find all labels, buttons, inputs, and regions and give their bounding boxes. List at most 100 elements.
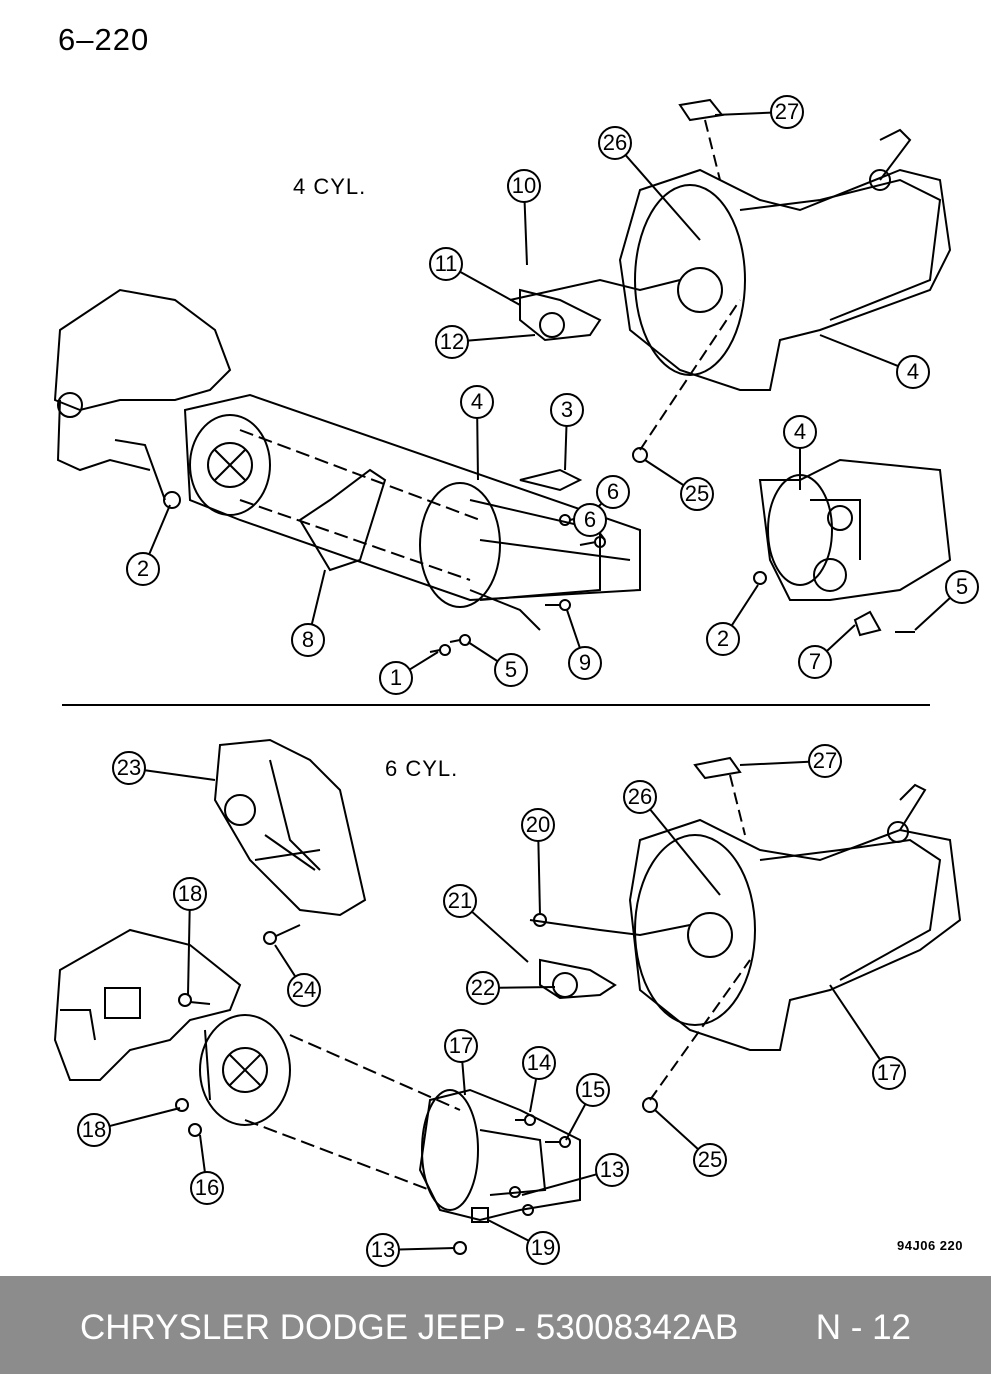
callout-number: 5 (956, 574, 968, 599)
page-number: 6–220 (58, 22, 150, 57)
callout-circle (379, 661, 413, 695)
section-label-6cyl: 6 CYL. (385, 756, 459, 781)
leader-line (829, 984, 881, 1061)
section-label-4cyl: 4 CYL. (293, 174, 367, 199)
callout-circle (443, 884, 477, 918)
callout-circle (526, 1231, 560, 1265)
leader-line (654, 1109, 699, 1150)
callout-number: 14 (527, 1050, 551, 1075)
callout-circle (573, 503, 607, 537)
six-cyl-assembly (53, 738, 962, 1255)
leader-line (144, 769, 216, 781)
callout-circle (945, 570, 979, 604)
callout-number: 1 (390, 665, 402, 690)
callout-circle (466, 971, 500, 1005)
callout-number: 23 (117, 755, 141, 780)
callout-number: 21 (448, 888, 472, 913)
leader-line (537, 840, 541, 916)
leader-line (471, 910, 529, 963)
callout-circle (798, 645, 832, 679)
leader-line (467, 334, 536, 342)
leader-line (274, 944, 297, 978)
callout-number: 27 (775, 99, 799, 124)
leader-line (914, 597, 951, 631)
callout-circle (680, 477, 714, 511)
footer-bar: CHRYSLER DODGE JEEP - 53008342AB N - 12 (0, 1276, 991, 1374)
callout-circle (693, 1143, 727, 1177)
leader-line (644, 459, 685, 487)
callout-number: 25 (698, 1147, 722, 1172)
callout-number: 10 (512, 173, 536, 198)
callout-number: 15 (581, 1077, 605, 1102)
leader-line (819, 334, 899, 368)
leader-line (109, 1107, 181, 1128)
callout-number: 12 (440, 329, 464, 354)
leader-line (564, 425, 568, 471)
callout-circle (173, 877, 207, 911)
callout-circle (435, 325, 469, 359)
callout-number: 6 (607, 479, 619, 504)
callout-circle (521, 808, 555, 842)
leader-line (409, 651, 439, 671)
callout-number: 8 (302, 627, 314, 652)
callout-circle (770, 95, 804, 129)
callout-number: 6 (584, 507, 596, 532)
callout-circle (444, 1029, 478, 1063)
leader-line (566, 609, 581, 649)
callout-number: 2 (137, 556, 149, 581)
page-code-text: N - 12 (815, 1308, 911, 1347)
leader-line (476, 417, 479, 481)
leader-line (598, 532, 606, 541)
leader-line (739, 760, 810, 766)
callout-number: 4 (794, 419, 806, 444)
leader-line (649, 808, 721, 896)
callout-number: 2 (717, 626, 729, 651)
callout-number: 4 (907, 359, 919, 384)
leader-line (529, 1078, 538, 1113)
callout-circle (808, 744, 842, 778)
callout-circle (77, 1113, 111, 1147)
callout-circle (568, 646, 602, 680)
leader-line (459, 270, 521, 306)
four-cyl-assembly (53, 98, 952, 656)
callout-circle (595, 1153, 629, 1187)
callout-number: 5 (505, 657, 517, 682)
leader-line (148, 504, 171, 555)
callout-circle (576, 1073, 610, 1107)
callout-number: 17 (877, 1060, 901, 1085)
callout-number: 13 (600, 1157, 624, 1182)
callout-circle (291, 623, 325, 657)
callout-number: 16 (195, 1175, 219, 1200)
callout-number: 24 (292, 977, 316, 1002)
callout-circle (190, 1171, 224, 1205)
leader-line (310, 569, 326, 625)
leader-line (730, 584, 759, 627)
callout-circle (287, 973, 321, 1007)
callout-circle (706, 622, 740, 656)
callout-circle (872, 1056, 906, 1090)
leader-line (199, 1134, 206, 1173)
callout-circle (596, 475, 630, 509)
callout-number: 11 (435, 251, 458, 276)
callout-circle (366, 1233, 400, 1267)
callout-number: 9 (579, 650, 591, 675)
callout-circle (494, 653, 528, 687)
leader-line (461, 1061, 466, 1096)
callout-circle (623, 780, 657, 814)
callout-number: 20 (526, 812, 550, 837)
leader-line (714, 111, 772, 116)
leader-line (467, 641, 499, 663)
leader-line (523, 201, 528, 266)
leader-line (826, 624, 856, 652)
callout-number: 18 (178, 881, 202, 906)
callout-circle (550, 393, 584, 427)
callout-circle (783, 415, 817, 449)
callout-circle (896, 355, 930, 389)
callout-circle (429, 247, 463, 281)
callout-number: 25 (685, 481, 709, 506)
leader-line (487, 1219, 530, 1242)
leader-line (624, 154, 701, 241)
reference-code: 94J06 220 (897, 1238, 963, 1253)
